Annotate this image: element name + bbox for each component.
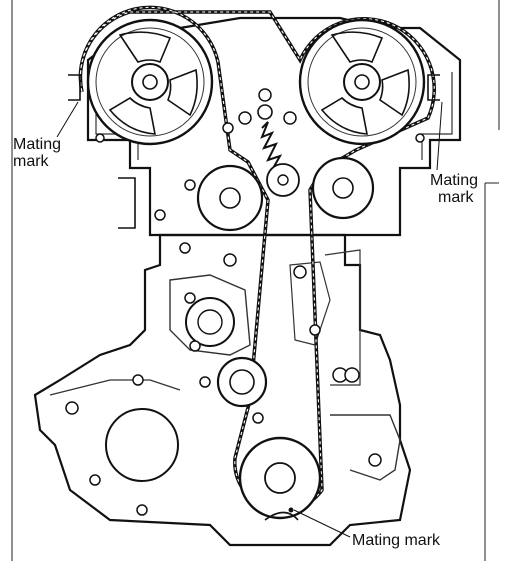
- spring-anchor: [257, 104, 273, 120]
- crankshaft-pulley: [238, 436, 322, 521]
- tensioner-bracket: [289, 261, 331, 346]
- left-leader-line: [56, 101, 79, 138]
- water-pump-housing: [169, 274, 251, 356]
- left-mark-line2: mark: [13, 153, 49, 170]
- right-mark-line1: Mating: [430, 172, 479, 189]
- bolts: [65, 88, 425, 516]
- right-mating-mark-detail: [427, 74, 440, 101]
- tensioner-spring: [260, 121, 285, 172]
- right-camshaft-pulley: [298, 18, 426, 146]
- left-mark-line1: Mating: [13, 136, 62, 153]
- left-mating-mark-label: Mating mark: [13, 136, 61, 170]
- right-leader-line: [436, 101, 443, 171]
- water-pump-pulley: [185, 297, 235, 347]
- left-camshaft-pulley: [86, 18, 214, 146]
- block-side-rib: [324, 249, 361, 386]
- bottom-leader-line: [293, 509, 351, 538]
- oil-pump-cover: [105, 408, 179, 482]
- engine-block-outline: [33, 233, 412, 547]
- head-inner-line-right: [421, 72, 453, 160]
- left-idler-pulley: [196, 164, 264, 232]
- tensioner-pulley: [266, 163, 300, 197]
- bottom-mating-mark-label: Mating mark: [352, 532, 441, 549]
- block-bracket-right: [330, 414, 401, 481]
- block-rib: [49, 379, 181, 396]
- cylinder-head-outline: [86, 16, 462, 237]
- lower-idler-pulley: [216, 356, 268, 408]
- right-mark-line2: mark: [438, 189, 474, 206]
- right-mating-mark-label: Mating mark: [430, 172, 478, 206]
- right-idler-pulley: [311, 156, 375, 220]
- left-port: [118, 177, 136, 229]
- left-mating-mark-detail: [68, 74, 81, 101]
- timing-belt-teeth: [79, 6, 435, 511]
